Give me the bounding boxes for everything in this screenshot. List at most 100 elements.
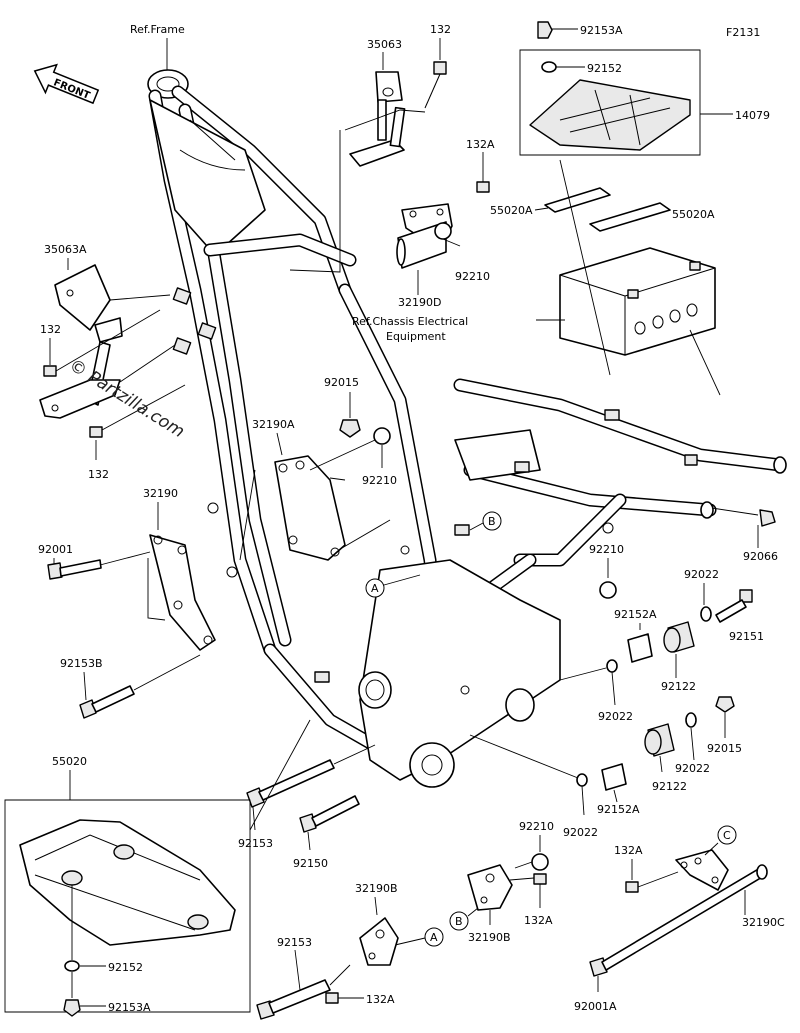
callout-14079: 14079 (735, 109, 770, 122)
ref-chassis-electrical-line2: Equipment (386, 330, 446, 343)
ref-frame-label: Ref.Frame (130, 23, 185, 36)
callout-92151: 92151 (729, 630, 764, 643)
callout-92153-bot: 92153 (277, 936, 312, 949)
callout-35063: 35063 (367, 38, 402, 51)
collar-92152A-r1 (627, 633, 653, 663)
stay-35063 (349, 71, 406, 167)
callout-32190B-left: 32190B (355, 882, 398, 895)
callout-132-left2: 132 (88, 468, 109, 481)
marker-c1: C (717, 825, 737, 845)
bolt-132-left1 (43, 365, 57, 377)
callout-92153A-top: 92153A (580, 24, 623, 37)
nut-92015-mid (339, 419, 361, 438)
collar-92152A-r2 (601, 763, 627, 791)
callout-92022-r4: 92022 (563, 826, 598, 839)
bolt-132A-rb (625, 881, 639, 893)
ref-chassis-electrical-line1: Ref.Chassis Electrical (352, 315, 468, 328)
marker-b1: B (482, 511, 502, 531)
bracket-32190C (675, 849, 729, 891)
callout-92210-bot: 92210 (519, 820, 554, 833)
grommet-92152-top (541, 61, 557, 73)
bolt-132-left2 (89, 426, 103, 438)
bolt-132A-br (533, 873, 547, 885)
callout-132A-br: 132A (524, 914, 553, 927)
cap-92066 (759, 509, 776, 527)
damper-92122-r1 (663, 621, 695, 653)
callout-92015-r: 92015 (707, 742, 742, 755)
nut-92210-bot (531, 853, 549, 871)
bolt-92153A-bot (63, 999, 81, 1017)
nut-92015-r (715, 696, 735, 713)
damper-92122-r2 (644, 723, 675, 757)
washer-92022-r3 (685, 712, 697, 728)
callout-92022-r3: 92022 (675, 762, 710, 775)
nut-92210-top (434, 222, 452, 240)
marker-a1: A (365, 578, 385, 598)
callout-55020A-left: 55020A (490, 204, 533, 217)
bolt-92001A (589, 864, 768, 977)
callout-132-left1: 132 (40, 323, 61, 336)
battery-cover-14079 (529, 79, 691, 151)
callout-92210-mid: 92210 (362, 474, 397, 487)
bolt-92153A-top (537, 21, 553, 39)
nut-92210-right (599, 581, 617, 599)
callout-92066: 92066 (743, 550, 778, 563)
bolt-132-top (424, 61, 447, 109)
figure-id: F2131 (726, 26, 760, 39)
callout-92152-top: 92152 (587, 62, 622, 75)
marker-b2: B (449, 911, 469, 931)
callout-92150: 92150 (293, 857, 328, 870)
callout-92152A-r1: 92152A (614, 608, 657, 621)
callout-92022-r2: 92022 (598, 710, 633, 723)
callout-35063A: 35063A (44, 243, 87, 256)
pad-55020A-left (544, 187, 611, 213)
callout-132A-top: 132A (466, 138, 495, 151)
callout-92001A: 92001A (574, 1000, 617, 1013)
svg-text:B: B (488, 515, 496, 528)
bracket-35063A (39, 264, 123, 419)
bracket-32190B-right (467, 864, 513, 911)
callout-92152-bot: 92152 (108, 961, 143, 974)
callout-55020: 55020 (52, 755, 87, 768)
bracket-32190B-left (359, 917, 399, 966)
battery (559, 247, 716, 356)
callout-92153A-bot: 92153A (108, 1001, 151, 1014)
callout-92001: 92001 (38, 543, 73, 556)
callout-32190C: 32190C (742, 916, 785, 929)
svg-text:C: C (723, 829, 731, 842)
bracket-32190 (149, 534, 216, 651)
bolt-92153 (246, 759, 335, 808)
callout-92210-right: 92210 (589, 543, 624, 556)
callout-92015-mid: 92015 (324, 376, 359, 389)
skid-plate-55020 (19, 819, 236, 946)
svg-text:A: A (430, 931, 438, 944)
bolt-92001 (47, 559, 102, 580)
callout-132-top: 132 (430, 23, 451, 36)
callout-92153B: 92153B (60, 657, 103, 670)
callout-92153: 92153 (238, 837, 273, 850)
grommet-92152-bot (64, 960, 80, 972)
washer-92022-r2 (606, 659, 618, 673)
svg-text:A: A (371, 582, 379, 595)
pad-55020A-right (589, 202, 671, 232)
callout-92022-r1: 92022 (684, 568, 719, 581)
washer-92022-r4 (576, 773, 588, 787)
callout-92122-r1: 92122 (661, 680, 696, 693)
front-arrow: FRONT (33, 63, 100, 105)
bolt-92151 (715, 589, 753, 623)
callout-92210-top: 92210 (455, 270, 490, 283)
callout-55020A-right: 55020A (672, 208, 715, 221)
nut-92210-mid (373, 427, 391, 445)
callout-92122-r2: 92122 (652, 780, 687, 793)
callout-32190A: 32190A (252, 418, 295, 431)
callout-132A-rb: 132A (614, 844, 643, 857)
bolt-92153-bot (256, 979, 331, 1020)
callout-32190: 32190 (143, 487, 178, 500)
callout-32190B-right: 32190B (468, 931, 511, 944)
callout-92152A-r2: 92152A (597, 803, 640, 816)
bolt-132A-bl (325, 992, 339, 1004)
bolt-92150 (299, 795, 360, 833)
main-frame (147, 69, 787, 788)
bolt-132A-top (476, 181, 490, 193)
